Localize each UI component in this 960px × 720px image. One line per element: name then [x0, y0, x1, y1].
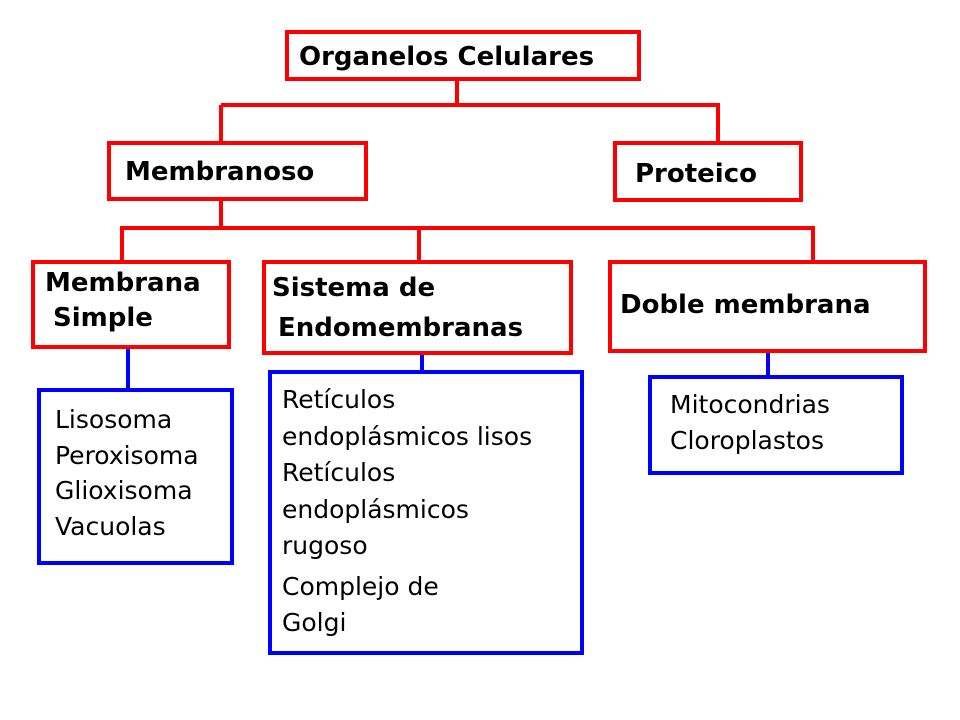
- list-item: Lisosoma: [55, 405, 173, 434]
- list-item: Golgi: [282, 608, 347, 637]
- node-doble-membrana-label: Doble membrana: [620, 290, 871, 320]
- list-item: Peroxisoma: [55, 440, 199, 470]
- node-endomembranas-line-1: Sistema de: [272, 273, 436, 303]
- node-membrana-simple: Membrana Simple: [31, 260, 231, 349]
- items-sistema-endomembranas: Retículos endoplásmicos lisos Retículos …: [268, 370, 584, 655]
- list-item: Vacuolas: [55, 511, 166, 541]
- node-membranoso: Membranoso: [107, 141, 368, 201]
- list-item: Retículos: [282, 458, 396, 487]
- list-item: Glioxisoma: [55, 476, 193, 505]
- node-membrana-simple-line-2: Simple: [53, 303, 153, 334]
- list-item: Complejo de: [282, 571, 439, 601]
- node-doble-membrana: Doble membrana: [608, 260, 927, 353]
- root-node-label: Organelos Celulares: [299, 42, 595, 72]
- node-sistema-endomembranas: Sistema de Endomembranas: [262, 260, 573, 355]
- list-item: endoplásmicos: [282, 494, 469, 524]
- node-endomembranas-line-2: Endomembranas: [278, 313, 524, 344]
- items-doble-membrana: Mitocondrias Cloroplastos: [648, 375, 904, 475]
- list-item: Retículos: [282, 385, 396, 414]
- list-item: Mitocondrias: [670, 390, 830, 419]
- list-item: endoplásmicos lisos: [282, 421, 533, 451]
- list-item: rugoso: [282, 531, 368, 560]
- node-proteico: Proteico: [613, 141, 803, 202]
- list-item: Cloroplastos: [670, 425, 825, 455]
- node-membranoso-label: Membranoso: [125, 157, 315, 187]
- node-proteico-label: Proteico: [635, 159, 757, 189]
- items-membrana-simple: Lisosoma Peroxisoma Glioxisoma Vacuolas: [37, 388, 234, 565]
- root-node-organelos-celulares: Organelos Celulares: [285, 30, 641, 81]
- node-membrana-simple-line-1: Membrana: [45, 268, 201, 298]
